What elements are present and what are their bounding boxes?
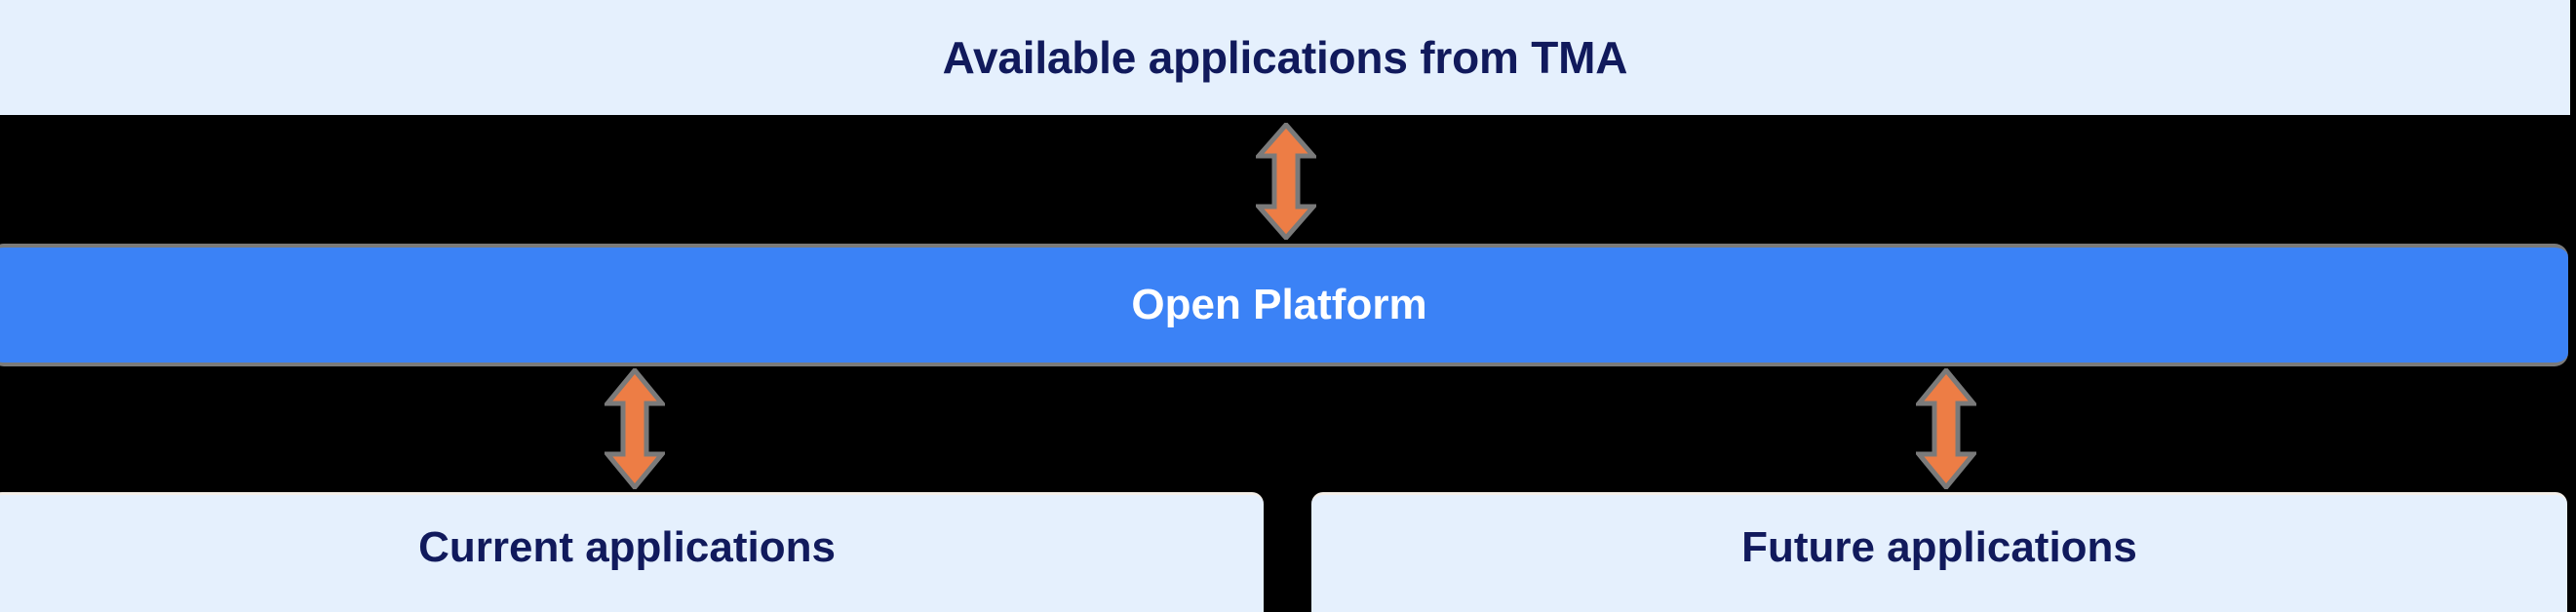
future-applications-box: Future applications <box>1311 492 2567 612</box>
double-arrow-left-icon <box>605 368 665 489</box>
future-applications-label: Future applications <box>1741 523 2137 571</box>
double-arrow-top-icon <box>1256 123 1316 240</box>
open-platform-bar: Open Platform <box>0 244 2568 366</box>
current-applications-label: Current applications <box>418 523 836 571</box>
open-platform-label: Open Platform <box>1131 281 1427 328</box>
current-applications-box: Current applications <box>0 492 1264 612</box>
available-applications-banner: Available applications from TMA <box>0 0 2570 115</box>
available-applications-title: Available applications from TMA <box>942 32 1628 83</box>
double-arrow-right-icon <box>1916 368 1976 489</box>
